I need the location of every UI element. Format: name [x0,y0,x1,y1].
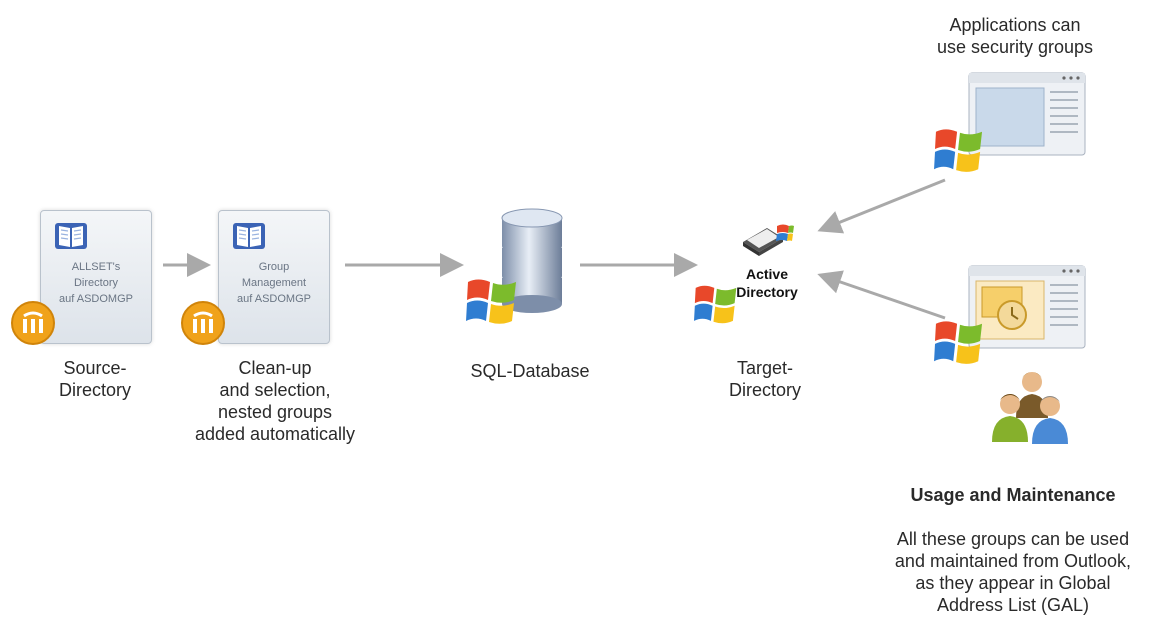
lotus-icon [11,301,55,345]
active-directory-title: Active Directory [736,266,798,300]
application-window-icon [968,72,1086,156]
sql-database-label: SQL-Database [470,361,590,381]
windows-logo-icon [694,285,737,324]
usage-title: Usage and Maintenance [910,485,1116,505]
arrows-layer [163,178,946,320]
group-management-card: Group Management auf ASDOMGP [218,210,330,344]
database-icon [501,208,563,313]
source-directory-label: Source- Directory [58,358,131,400]
arrow-outlook-to-ad [817,270,946,320]
outlook-window-icon [968,265,1086,349]
windows-logo-icon [934,129,983,172]
arrow-apps-to-ad [817,178,946,234]
source-card-text: ALLSET's Directory auf ASDOMGP [59,261,133,305]
applications-label: Applications can use security groups [936,15,1094,57]
group-management-label: Clean-up and selection, nested groups ad… [194,358,356,444]
active-directory-icon [743,224,794,256]
usage-section: Usage and Maintenance All these groups c… [868,462,1158,638]
book-icon [233,223,265,249]
book-icon [55,223,87,249]
target-directory-label: Target- Directory [728,358,801,400]
usage-description: All these groups can be used and maintai… [894,529,1132,615]
users-group-icon [992,372,1068,444]
windows-logo-icon [466,279,516,324]
group-management-card-text: Group Management auf ASDOMGP [237,261,311,305]
source-directory-card: ALLSET's Directory auf ASDOMGP [40,210,152,344]
lotus-icon [181,301,225,345]
windows-logo-icon [934,321,983,364]
